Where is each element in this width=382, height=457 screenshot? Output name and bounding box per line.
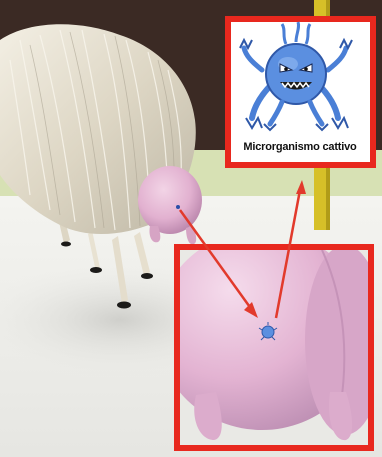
- infection-point: [176, 205, 180, 209]
- callout-label-box: Microrganismo cattivo: [232, 136, 368, 158]
- microbe-label: Microrganismo cattivo: [243, 141, 356, 153]
- zoom-frame: [157, 230, 382, 448]
